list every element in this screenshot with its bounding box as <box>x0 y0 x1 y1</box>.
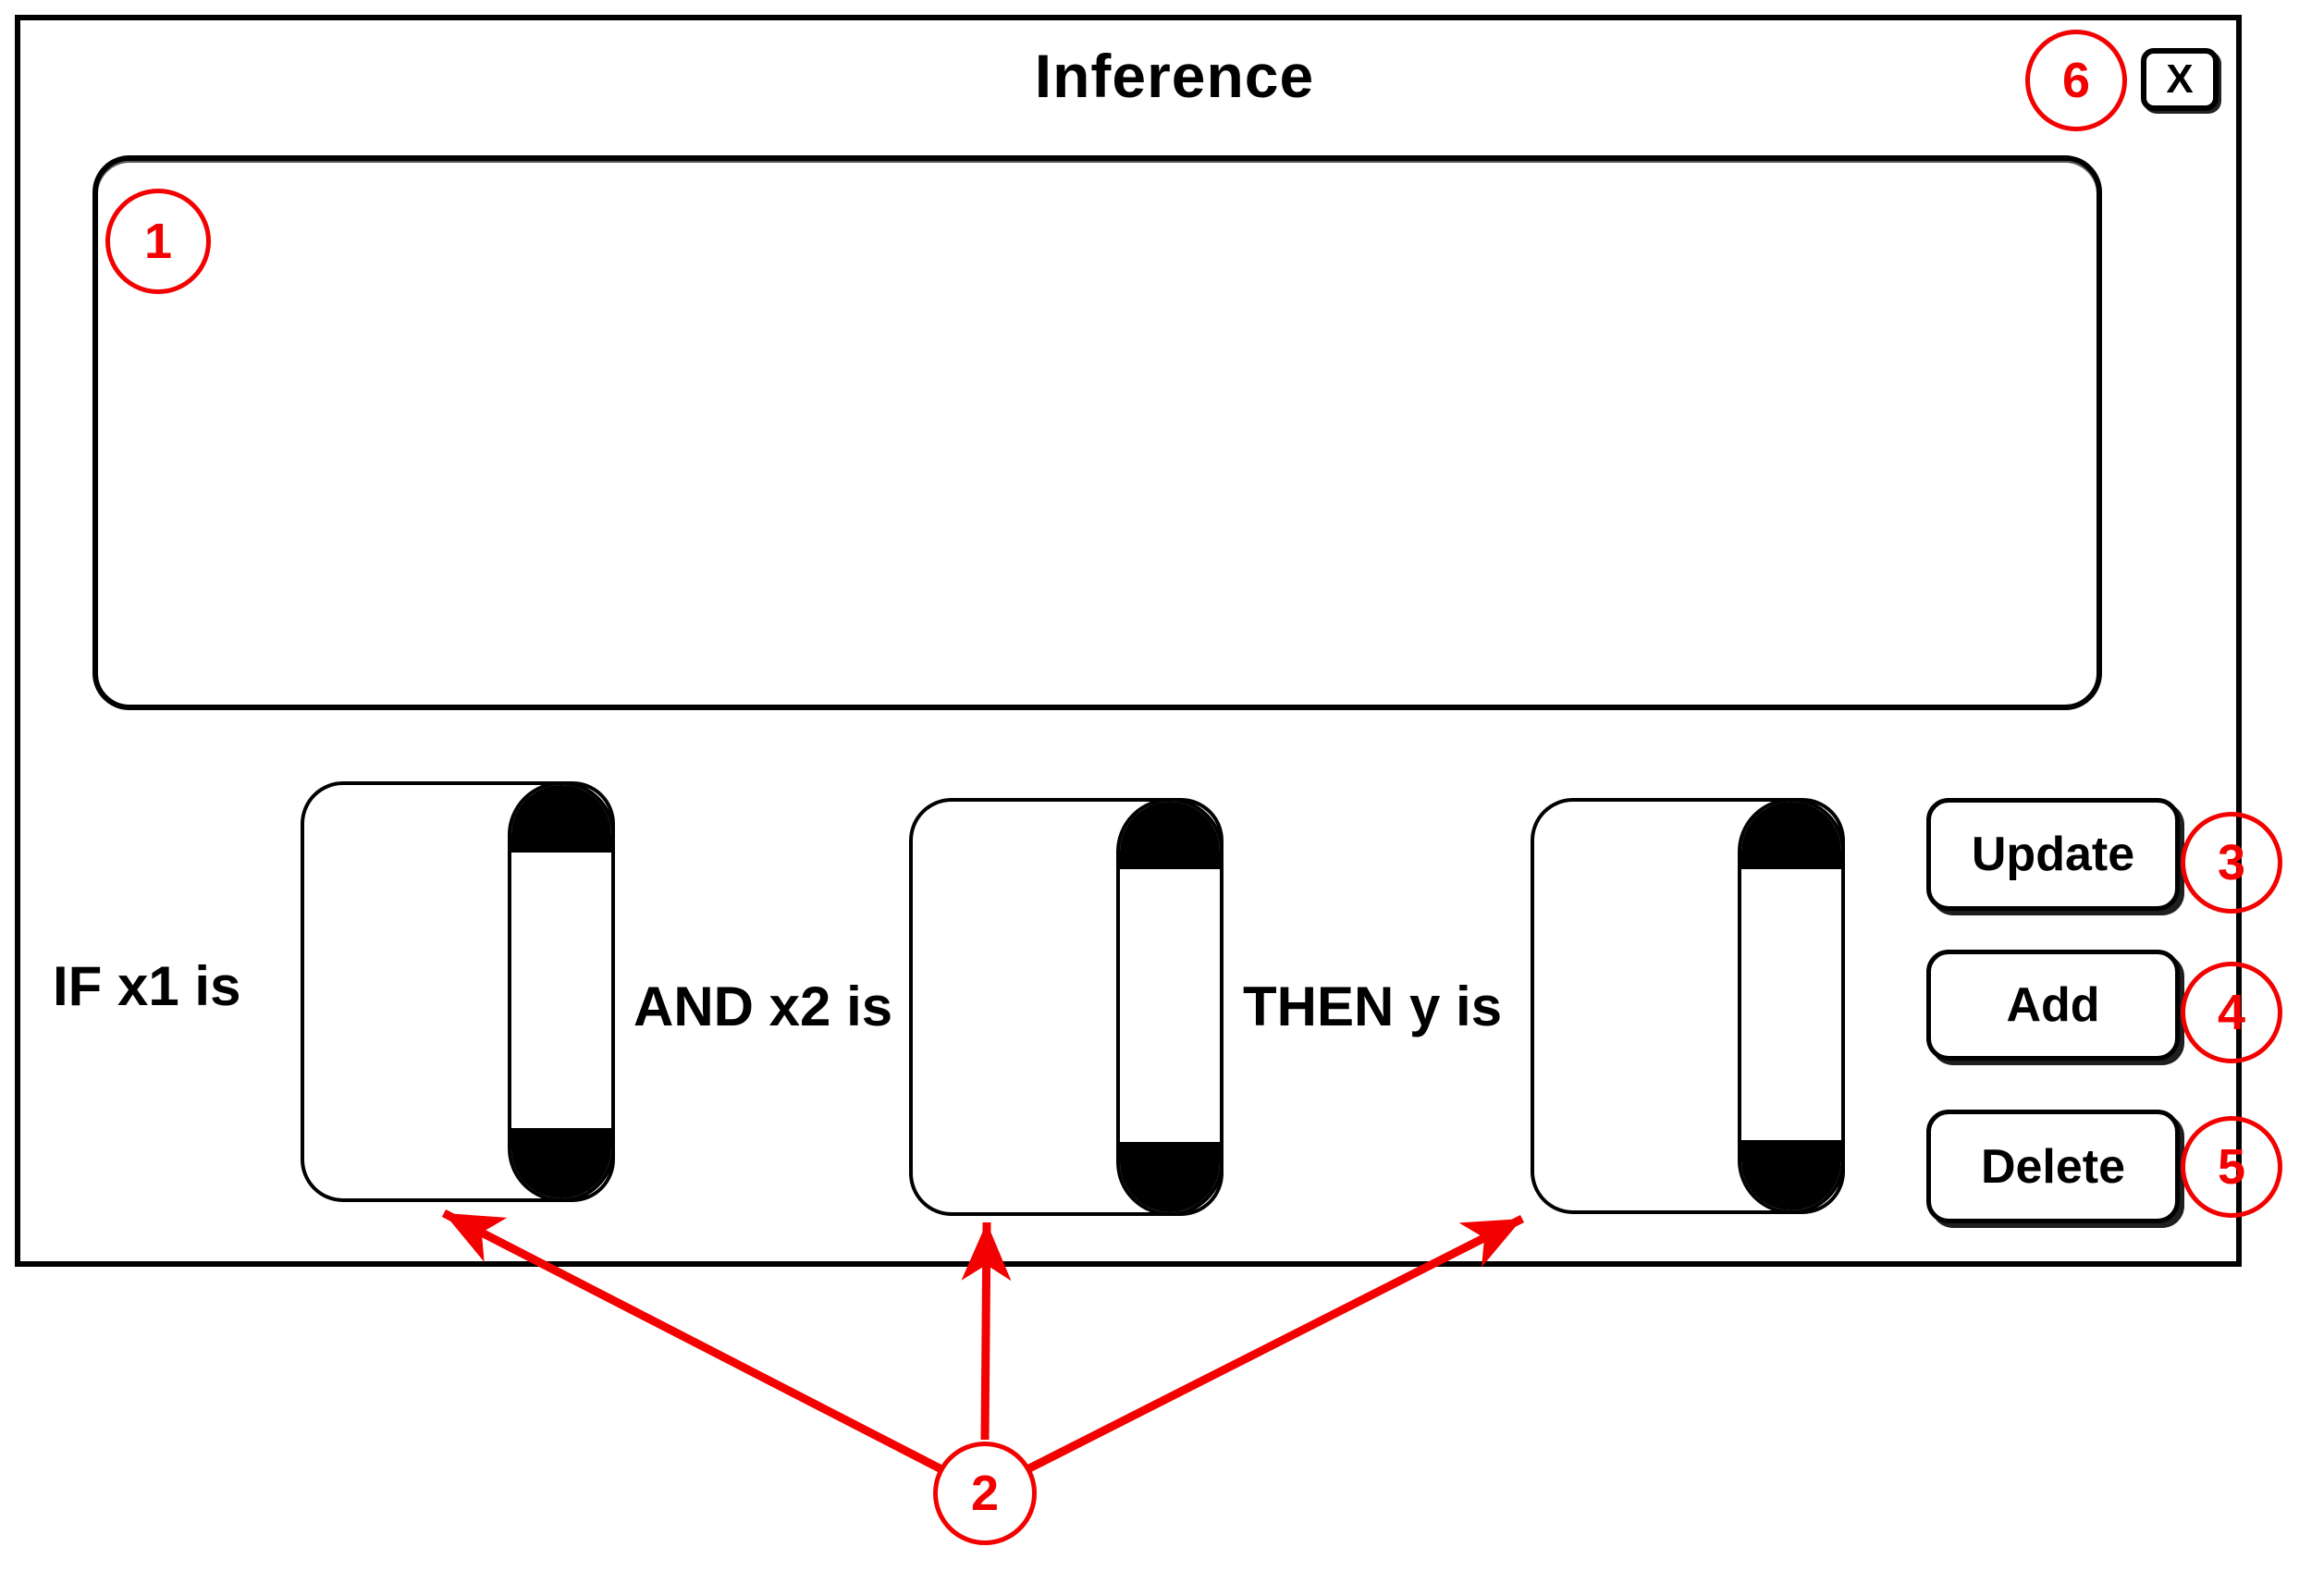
add-button[interactable]: Add <box>1926 950 2180 1061</box>
callout-4-add-button: 4 <box>2181 962 2282 1063</box>
x1-membership-select[interactable] <box>301 781 615 1202</box>
then-label: THEN y is <box>1243 976 1503 1037</box>
callout-5-delete-button: 5 <box>2181 1116 2282 1218</box>
scroll-up-button[interactable] <box>511 785 611 853</box>
window-title: Inference <box>1034 42 1315 110</box>
callout-5-number: 5 <box>2217 1139 2246 1195</box>
callout-1-rules-listbox: 1 <box>105 189 211 294</box>
scroll-down-button[interactable] <box>1120 1142 1220 1212</box>
scroll-down-button[interactable] <box>1741 1140 1841 1210</box>
callout-6-close-button: 6 <box>2025 30 2127 131</box>
y-scrollbar[interactable] <box>1738 798 1845 1214</box>
x2-scrollbar[interactable] <box>1116 798 1223 1216</box>
and-label: AND x2 is <box>633 976 893 1037</box>
if-label: IF x1 is <box>53 955 241 1017</box>
x1-scrollbar[interactable] <box>508 781 615 1202</box>
scroll-down-button[interactable] <box>511 1128 611 1198</box>
y-membership-select[interactable] <box>1531 798 1845 1214</box>
scroll-up-button[interactable] <box>1741 802 1841 869</box>
callout-1-number: 1 <box>143 214 173 269</box>
callout-2-membership-selectors: 2 <box>933 1442 1037 1545</box>
callout-2-number: 2 <box>970 1466 1000 1521</box>
callout-6-number: 6 <box>2061 53 2091 108</box>
scroll-up-button[interactable] <box>1120 802 1220 869</box>
callout-3-number: 3 <box>2217 835 2246 890</box>
delete-button[interactable]: Delete <box>1926 1110 2180 1223</box>
callout-3-update-button: 3 <box>2181 812 2282 914</box>
close-button[interactable]: X <box>2141 48 2219 111</box>
rules-listbox[interactable] <box>92 155 2102 710</box>
x2-membership-select[interactable] <box>909 798 1223 1216</box>
callout-4-number: 4 <box>2217 985 2246 1040</box>
update-button[interactable]: Update <box>1926 798 2180 911</box>
